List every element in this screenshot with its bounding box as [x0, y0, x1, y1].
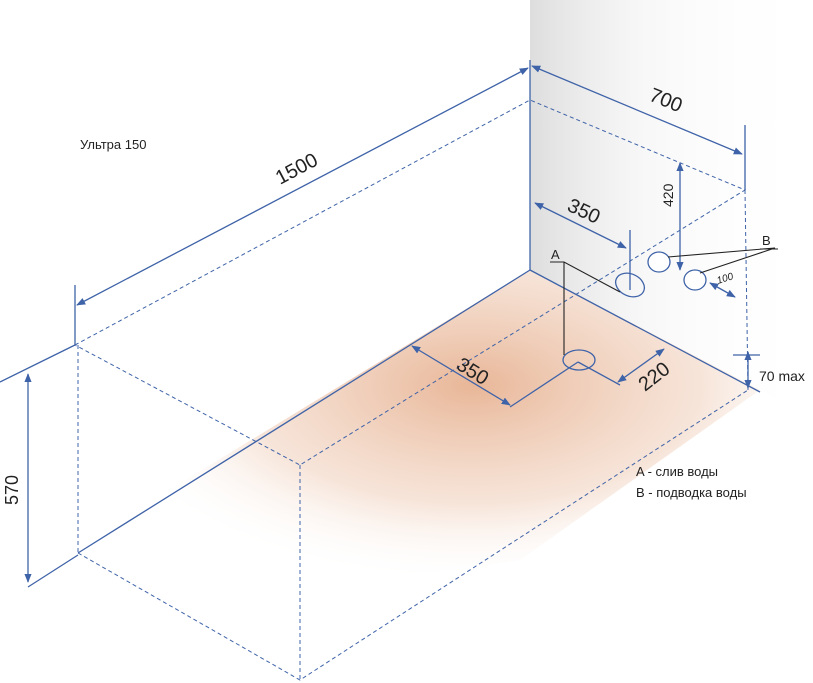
marker-a: A — [551, 247, 560, 262]
drain-hole-wall — [614, 272, 646, 298]
dimension-length: 1500 — [74, 67, 529, 345]
dimension-supply-height: 420 — [660, 162, 684, 271]
legend-a: A - слив воды — [636, 464, 718, 479]
height-label: 570 — [2, 475, 22, 505]
supply-spacing-label: 100 — [716, 271, 736, 287]
rim-gap-label: 70 max — [759, 368, 805, 384]
dimension-supply-spacing: 100 — [709, 271, 736, 298]
floor-shading — [120, 270, 760, 600]
dimension-height: 570 — [0, 344, 79, 588]
supply-hole-2 — [683, 269, 707, 291]
supply-height-label: 420 — [660, 183, 676, 207]
marker-b-leaders: B — [667, 233, 778, 274]
marker-a-leaders: A — [550, 247, 621, 355]
dimension-rim-gap: 70 max — [733, 351, 805, 389]
marker-b: B — [762, 233, 771, 248]
supply-hole-1 — [647, 251, 671, 273]
room-lines — [77, 60, 761, 554]
legend-b: B - подводка воды — [636, 485, 747, 500]
model-title: Ультра 150 — [80, 137, 146, 152]
length-label: 1500 — [272, 149, 322, 189]
drain-hole-floor — [562, 349, 596, 371]
